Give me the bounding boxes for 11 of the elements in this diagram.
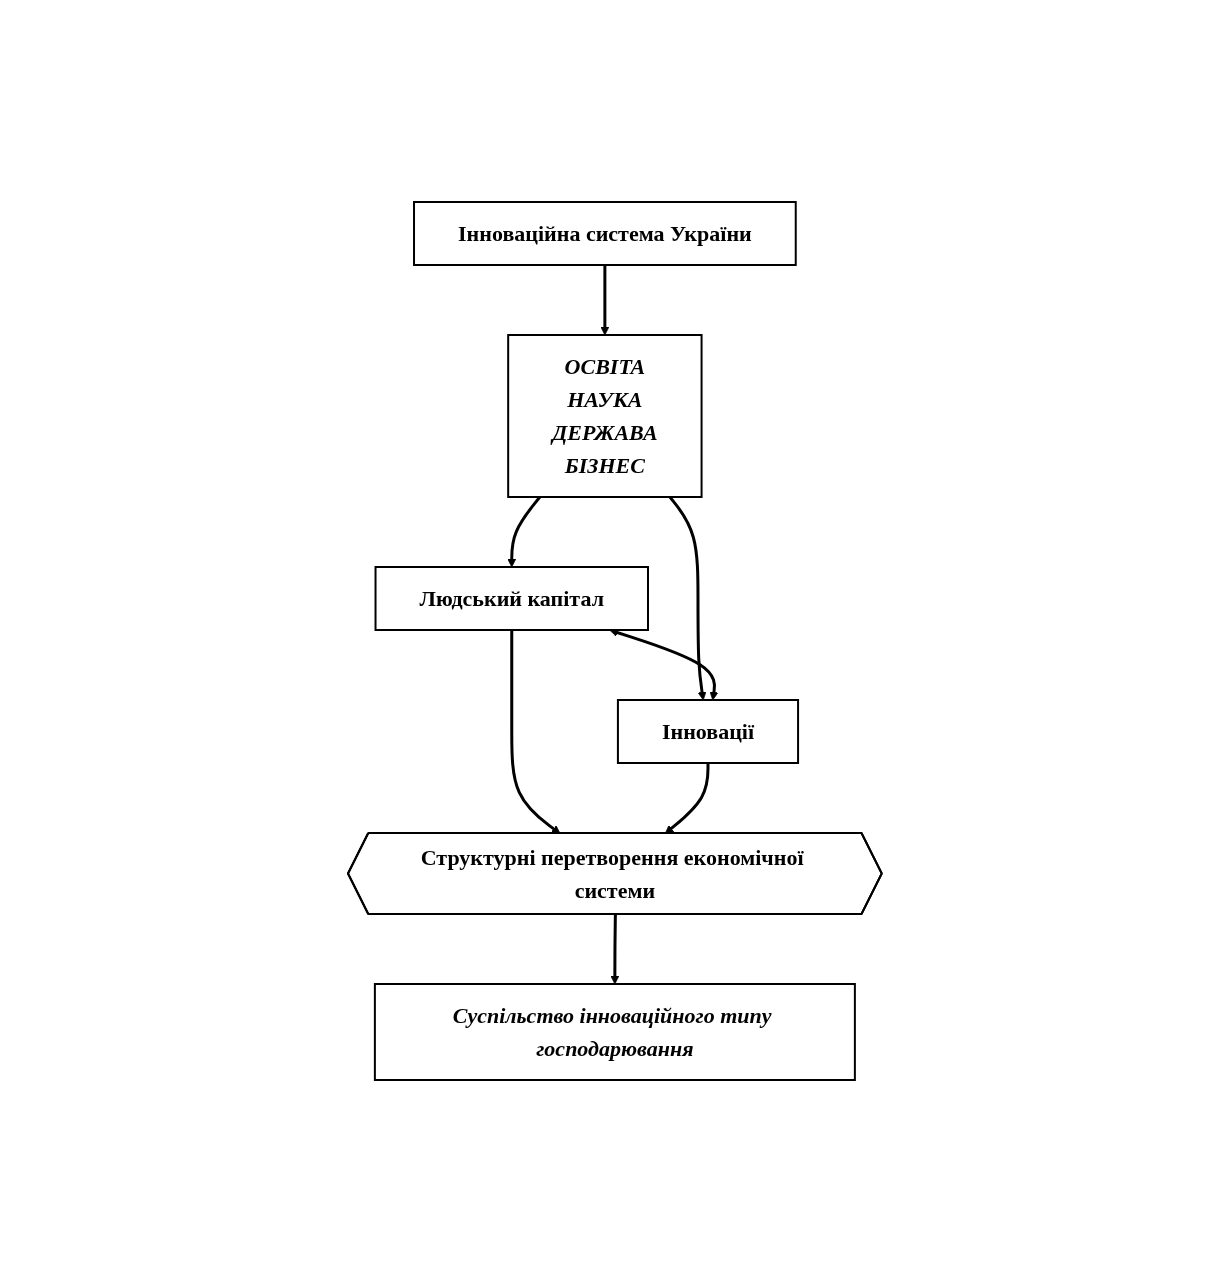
node-box: Суспільство інноваційного типу господарювання bbox=[373, 982, 856, 1081]
node-box: ОСВІТА НАУКА ДЕРЖАВА БІЗНЕС bbox=[506, 333, 703, 498]
node-box: Інновації bbox=[616, 698, 799, 764]
node-box: Інноваційна система України bbox=[412, 200, 797, 266]
arrow bbox=[668, 495, 707, 700]
node-box: Людський капітал bbox=[374, 565, 649, 631]
arrow bbox=[610, 913, 619, 984]
arrow bbox=[507, 495, 541, 567]
arrow bbox=[664, 762, 710, 834]
arrow bbox=[600, 264, 609, 335]
arrow bbox=[509, 629, 561, 834]
